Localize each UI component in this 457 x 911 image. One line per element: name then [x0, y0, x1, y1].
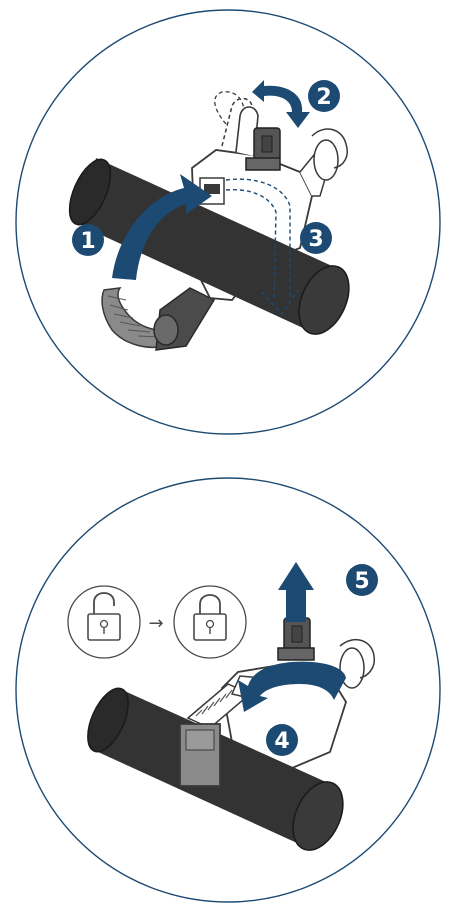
lock-sequence-arrow: →	[148, 613, 163, 634]
svg-text:2: 2	[316, 85, 331, 110]
svg-text:1: 1	[80, 229, 95, 254]
step-2-badge: 2	[308, 80, 340, 112]
step-1-badge: 1	[72, 224, 104, 256]
panel-top: 1 2 3	[16, 10, 440, 434]
panel-bottom: →	[16, 478, 440, 902]
key-icon-bottom	[278, 618, 314, 660]
svg-text:5: 5	[354, 569, 369, 594]
svg-text:4: 4	[274, 729, 289, 754]
step-4-badge: 4	[266, 724, 298, 756]
step-5-badge: 5	[346, 564, 378, 596]
svg-text:3: 3	[308, 227, 323, 252]
step-3-badge: 3	[300, 222, 332, 254]
unlocked-padlock-icon	[68, 586, 140, 658]
locked-padlock-icon	[174, 586, 246, 658]
